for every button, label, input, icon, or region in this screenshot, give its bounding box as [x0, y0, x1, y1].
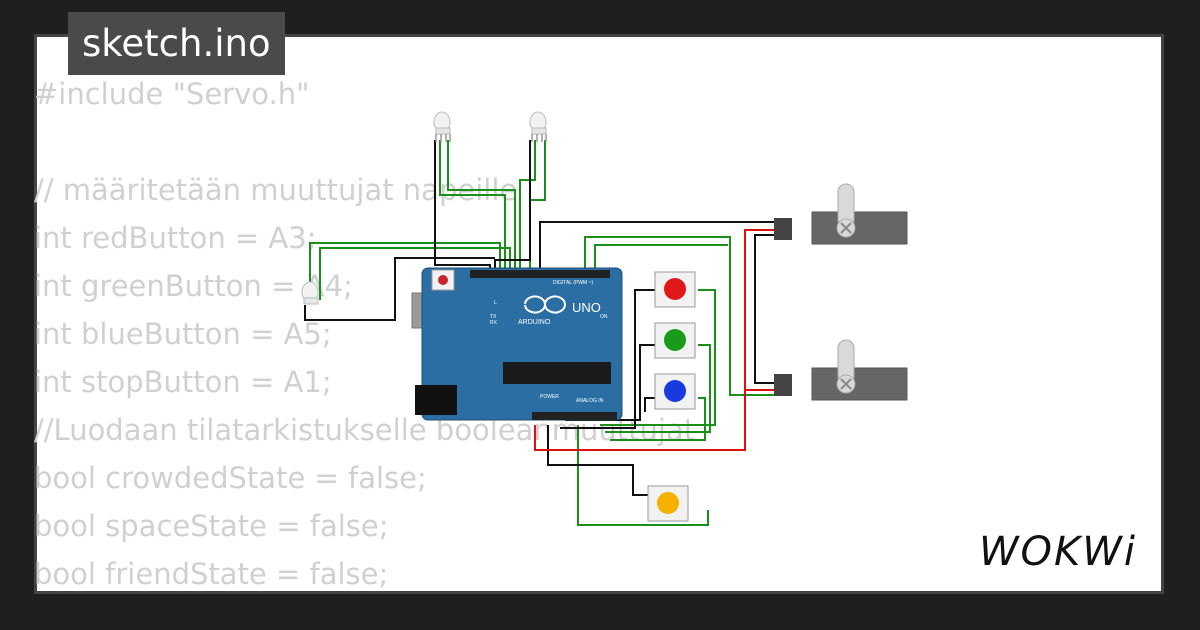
led-label-rx: RX	[490, 320, 498, 326]
analog-pins-label: ANALOG IN	[576, 398, 604, 404]
servo-motor-bottom[interactable]	[774, 339, 908, 401]
reset-button-cap	[438, 275, 448, 285]
code-line: int greenButton = A4;	[34, 269, 353, 303]
code-line: //Luodaan tilatarkistukselle booleanmuut…	[34, 413, 696, 447]
code-editor-preview: #include "Servo.h" // määritetään muuttuj…	[34, 70, 695, 598]
power-pins-label: POWER	[540, 394, 559, 400]
code-line: #include "Servo.h"	[34, 77, 310, 111]
code-line: bool friendState = false;	[34, 557, 389, 591]
led-label-on: ON	[600, 314, 608, 320]
digital-header	[470, 270, 610, 278]
microcontroller-chip	[503, 362, 611, 384]
board-model-label: UNO	[572, 300, 601, 315]
arduino-logo-icon	[524, 295, 566, 314]
green-wires	[309, 140, 778, 526]
led-label-tx: TX	[490, 314, 497, 320]
green-push-button[interactable]	[654, 322, 696, 359]
digital-pins-label: DIGITAL (PWM ~)	[553, 280, 593, 286]
code-line: bool spaceState = false;	[34, 509, 389, 543]
led-label-l: L	[494, 300, 497, 306]
red-push-button[interactable]	[654, 271, 696, 308]
power-jack	[415, 385, 457, 415]
rgb-led-top-right[interactable]	[529, 111, 547, 142]
yellow-push-button[interactable]	[647, 485, 689, 522]
rgb-led-left[interactable]	[301, 281, 319, 305]
servo-motor-top[interactable]	[774, 183, 908, 245]
code-line: bool crowdedState = false;	[34, 461, 427, 495]
rgb-led-top-left[interactable]	[433, 111, 451, 142]
code-line: // määritetään muuttujat napeille	[34, 173, 518, 207]
code-line: int stopButton = A1;	[34, 365, 332, 399]
blue-push-button[interactable]	[654, 373, 696, 410]
analog-header	[532, 412, 617, 420]
red-wires	[534, 229, 778, 451]
code-line: int redButton = A3;	[34, 221, 317, 255]
wokwi-logo[interactable]: WOKWi	[975, 525, 1150, 575]
arduino-uno-board[interactable]: UNO ARDUINO DIGITAL (PWM ~) ANALOG IN PO…	[411, 267, 623, 421]
sketch-filename-tab[interactable]: sketch.ino	[68, 12, 285, 75]
board-brand-label: ARDUINO	[518, 319, 551, 326]
wokwi-logo-text: WOKWi	[979, 529, 1137, 575]
code-line: int blueButton = A5;	[34, 317, 332, 351]
